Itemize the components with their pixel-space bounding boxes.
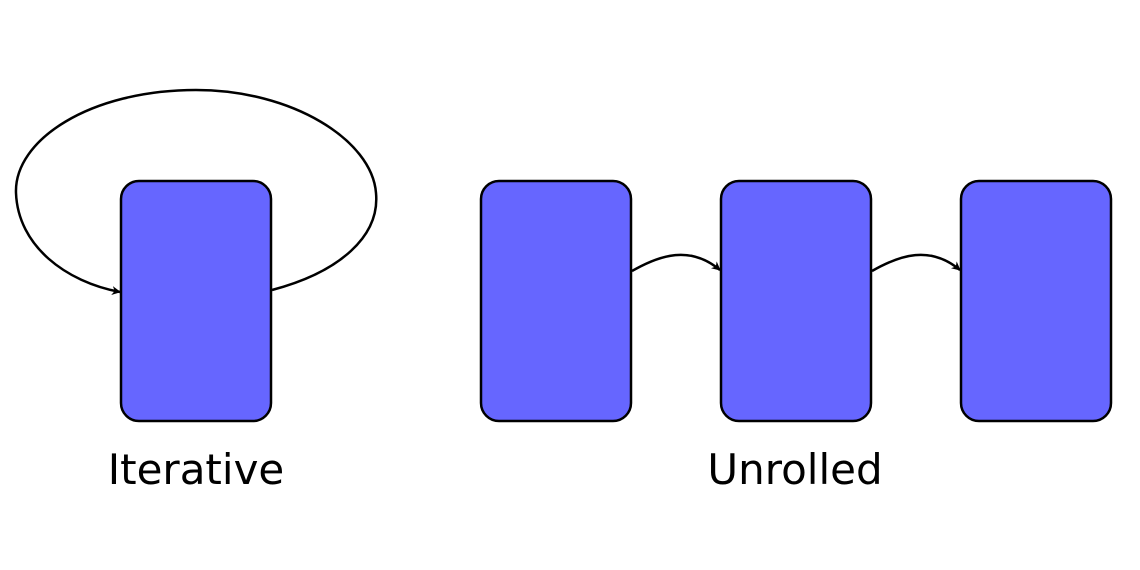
unrolled-arrow-2-to-3	[871, 253, 961, 273]
unrolled-arrow-1-to-2	[631, 253, 721, 273]
iterative-label: Iterative	[108, 445, 285, 494]
unrolled-block-3	[959, 179, 1113, 423]
iterative-loop-arrow	[14, 88, 378, 295]
unrolled-block-1	[479, 179, 633, 423]
iterative-block	[119, 179, 273, 423]
unrolled-block-2	[719, 179, 873, 423]
unrolled-label: Unrolled	[707, 445, 882, 494]
